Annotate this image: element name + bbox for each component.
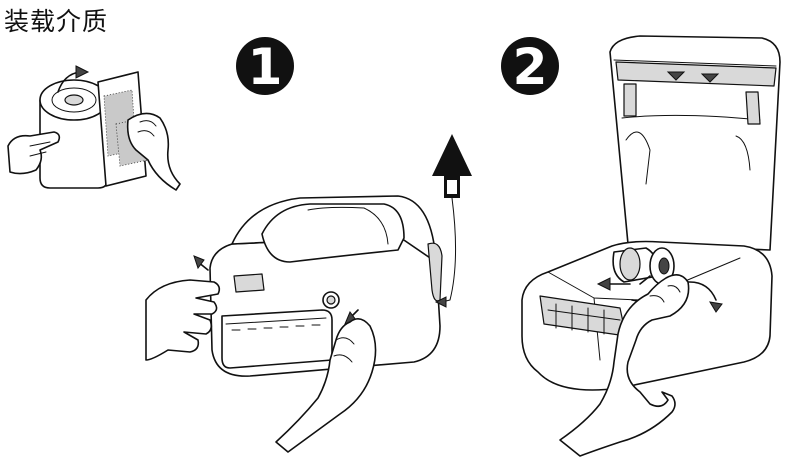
- step-2-badge: 2: [501, 37, 559, 96]
- open-cover-arrow: [432, 134, 472, 308]
- step-1-number: 1: [248, 38, 283, 96]
- step-2-number: 2: [513, 38, 548, 96]
- open-printer-illustration: [521, 35, 781, 457]
- step-1-badge: 1: [236, 37, 294, 96]
- media-roll-illustration: [7, 65, 181, 191]
- closed-printer-illustration: [145, 195, 443, 453]
- page-title: 装载介质: [4, 7, 109, 36]
